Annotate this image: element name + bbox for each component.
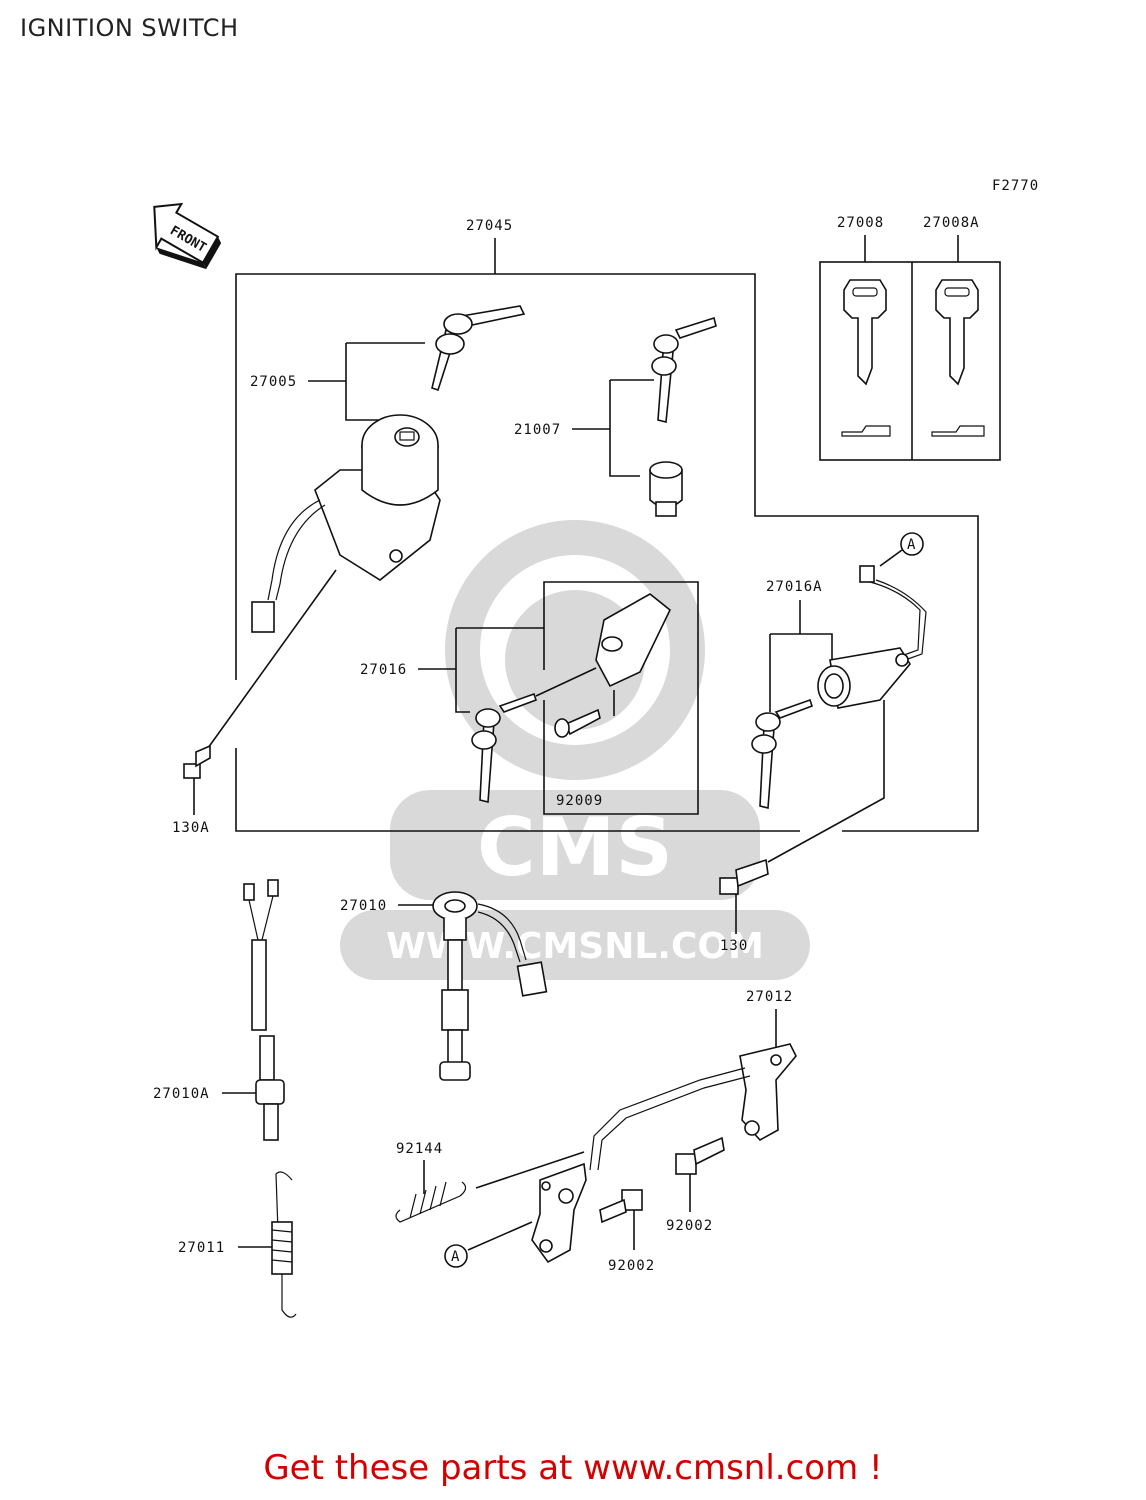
parts-diagram: CMS WWW.CMSNL.COM F2770 FRONT 27045 2700… <box>153 178 1039 1318</box>
figure-code: F2770 <box>992 178 1039 194</box>
label-92002-right: 92002 <box>666 1218 713 1234</box>
label-21007: 21007 <box>514 422 561 438</box>
watermark-url: WWW.CMSNL.COM <box>386 926 764 967</box>
switch-27010A: 27010A <box>153 879 285 1141</box>
watermark-brand: CMS <box>477 801 673 894</box>
label-27008A: 27008A <box>923 215 980 231</box>
label-27010A: 27010A <box>153 1086 210 1102</box>
label-27045: 27045 <box>466 218 513 234</box>
lock-set-27016: 27016 92009 <box>360 581 699 815</box>
lock-set-27016A: 27016A A <box>751 532 927 863</box>
page-title: IGNITION SWITCH <box>20 14 239 42</box>
key-blank-27008-icon <box>841 279 891 437</box>
label-27011: 27011 <box>178 1240 225 1256</box>
label-27016: 27016 <box>360 662 407 678</box>
label-130A: 130A <box>172 820 210 836</box>
key-blanks-box: 27008 27008A <box>819 215 1001 461</box>
bracket-27012: 27012 <box>531 989 797 1264</box>
label-130: 130 <box>720 938 748 954</box>
assembly-outline-27045 <box>235 273 979 832</box>
key-blank-27008A-icon <box>931 279 985 437</box>
callout-a-bottom: A <box>444 1221 533 1268</box>
switch-27010: 27010 <box>340 891 548 1081</box>
label-92002-left: 92002 <box>608 1258 655 1274</box>
spring-27011-icon: 27011 <box>178 1171 297 1318</box>
bolt-92002-left-icon: 92002 <box>599 1189 655 1274</box>
bolt-130-icon: 130 <box>719 858 769 954</box>
callout-a-bottom-letter: A <box>451 1249 460 1265</box>
lock-set-21007: 21007 <box>514 316 717 517</box>
bolt-130A-icon: 130A <box>172 744 211 836</box>
footer-link[interactable]: Get these parts at www.cmsnl.com ! <box>263 1448 883 1488</box>
cms-watermark: CMS WWW.CMSNL.COM <box>340 520 810 980</box>
label-92144: 92144 <box>396 1141 443 1157</box>
label-92009: 92009 <box>556 793 603 809</box>
bolt-92002-right-icon: 92002 <box>666 1136 725 1234</box>
label-27012: 27012 <box>746 989 793 1005</box>
label-27010: 27010 <box>340 898 387 914</box>
label-27016A: 27016A <box>766 579 823 595</box>
spring-92144-icon: 92144 <box>395 1141 585 1223</box>
ignition-switch-27005: 27005 <box>207 305 526 749</box>
callout-a-top: A <box>907 537 916 553</box>
front-arrow-icon: FRONT <box>153 202 222 270</box>
label-27008: 27008 <box>837 215 884 231</box>
label-27005: 27005 <box>250 374 297 390</box>
